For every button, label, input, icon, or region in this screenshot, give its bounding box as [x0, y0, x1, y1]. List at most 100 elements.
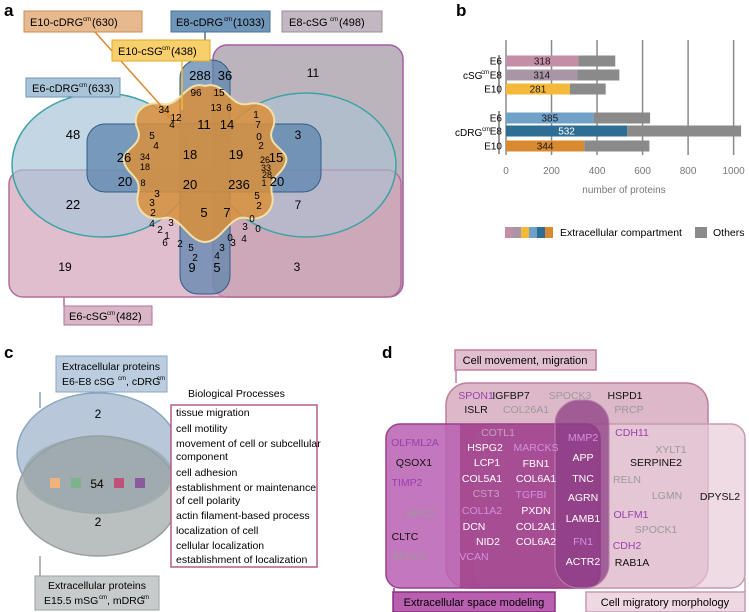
row-label: E6 [490, 114, 503, 125]
label-box-cell-movement [454, 349, 597, 371]
bp-item: cellular localization [176, 540, 264, 552]
bp-list-box [170, 404, 318, 568]
overlap-swatch-4 [135, 478, 145, 488]
venn-region-number: 20 [118, 174, 132, 189]
venn-region-number: 3 [242, 222, 248, 233]
label-ext-space: Extracellular space modeling [404, 597, 545, 609]
bottom-set-label-line1: Extracellular proteins [48, 580, 146, 592]
gene-label: COL26A1 [503, 404, 549, 416]
group-label-cSG-sup: cm [481, 70, 489, 76]
row-label: E10 [484, 85, 502, 96]
x-tick-label: 400 [589, 166, 606, 177]
venn-region-number: 5 [213, 260, 220, 275]
top-set-label-line2b: , cDRG [126, 376, 160, 388]
x-tick-label: 1000 [722, 166, 745, 177]
bar-extracellular [506, 69, 578, 81]
gene-label: PRCP [614, 404, 643, 416]
gene-label: SPOCK3 [549, 390, 592, 402]
gene-label: COL1A2 [462, 505, 502, 517]
gene-label: RAB1A [615, 557, 649, 569]
label-E8-cSG-sup: cm [330, 17, 338, 23]
panel-a: a E10-cDRG cm (630) E8-cDRG cm (1033) [4, 1, 404, 326]
label-E10-cSG-count: (438) [171, 46, 197, 58]
x-tick-label: 800 [680, 166, 697, 177]
venn-region-number: 20 [183, 177, 197, 192]
gene-label: COL5A1 [462, 473, 502, 485]
x-tick-label: 200 [543, 166, 560, 177]
label-E6-cDRG-count: (633) [88, 83, 114, 95]
x-tick-label: 600 [634, 166, 651, 177]
venn-region-number: 5 [200, 205, 207, 220]
gene-label: NPC2 [406, 508, 434, 520]
venn-region-number: 34 [140, 152, 150, 162]
top-set-label-sup2: cm [157, 376, 165, 382]
venn-region-number: 3 [154, 189, 160, 200]
bar-value-label: 314 [533, 71, 550, 82]
bar-extracellular [506, 140, 585, 152]
group-label-cSG: cSG [463, 71, 483, 82]
label-E8-cDRG-count: (1033) [233, 17, 265, 29]
bottom-set-label-line2a: E15.5 mSG [44, 595, 98, 607]
label-E6-cSG-sup: cm [107, 311, 115, 317]
gene-label: CDH2 [613, 540, 642, 552]
venn-region-number: 2 [150, 208, 156, 219]
venn-label-E6-cDRG: E6-cDRG cm (633) [25, 77, 121, 98]
venn-region-number: 33 [261, 163, 271, 173]
label-migratory: Cell migratory morphology [601, 597, 730, 609]
venn-region-number: 3 [149, 198, 155, 209]
bp-title: Biological Processes [188, 388, 285, 400]
bar-others [577, 69, 620, 81]
row-label: E8 [490, 127, 503, 138]
label-E8-cDRG-sup: cm [224, 17, 232, 23]
venn-region-number: 19 [58, 260, 72, 274]
bottom-only-count: 2 [95, 515, 102, 529]
top-set-label-line2a: E6-E8 cSG [62, 376, 115, 388]
venn-region-number: 3 [230, 238, 236, 249]
bp-item: cell motility [176, 423, 228, 435]
venn-region-number: 9 [188, 260, 195, 275]
bar-value-label: 281 [530, 85, 547, 96]
label-box-ext-space [392, 591, 556, 612]
gene-label: TGFBI [516, 489, 547, 501]
venn-region-number: 5 [254, 191, 260, 202]
bar-others [593, 112, 651, 124]
bar-extracellular [506, 125, 628, 137]
gene-label: SERPINE2 [630, 457, 682, 469]
gene-label: LCP1 [474, 457, 500, 469]
bp-item: of cell polarity [176, 495, 241, 507]
bar-others [584, 140, 650, 152]
venn-region-number: 26 [117, 150, 131, 165]
gene-label: OLFML2A [391, 437, 439, 449]
venn-region-number: 1 [253, 110, 259, 121]
gene-label: APP [572, 452, 593, 464]
bar-others [569, 83, 606, 95]
gene-label: APLP2 [393, 551, 426, 563]
label-E6-cSG-name: E6-cSG [69, 311, 108, 323]
venn-region-number: 3 [294, 260, 301, 274]
top-only-count: 2 [95, 407, 102, 421]
venn-region-number: 7 [255, 120, 261, 131]
venn-region-number: 1 [164, 231, 170, 242]
label-E10-cSG-name: E10-cSG [118, 46, 163, 58]
label-E10-cDRG-name: E10-cDRG [30, 17, 83, 29]
gene-label: COL6A2 [516, 536, 556, 548]
venn-region-number: 4 [153, 141, 159, 152]
venn-region-number: 3 [168, 218, 174, 229]
legend-label-extracellular: Extracellular compartment [560, 227, 682, 239]
gene-label: MARCKS [514, 442, 559, 454]
venn-region-number: 0 [249, 214, 255, 225]
label-E8-cDRG-name: E8-cDRG [176, 17, 223, 29]
venn-region-number: 11 [307, 66, 320, 80]
gene-label: MMP2 [568, 432, 598, 444]
gene-label: PXDN [521, 505, 550, 517]
venn-region-number: 28 [262, 170, 272, 180]
label-E6-cSG-count: (482) [116, 311, 142, 323]
gene-label: ACTR2 [566, 556, 601, 568]
bottom-set-label-sup2: cm [141, 595, 149, 601]
legend-swatch-E8-cDRG [537, 227, 545, 238]
panel-label-c: c [4, 343, 13, 362]
panel-label-a: a [4, 1, 14, 20]
